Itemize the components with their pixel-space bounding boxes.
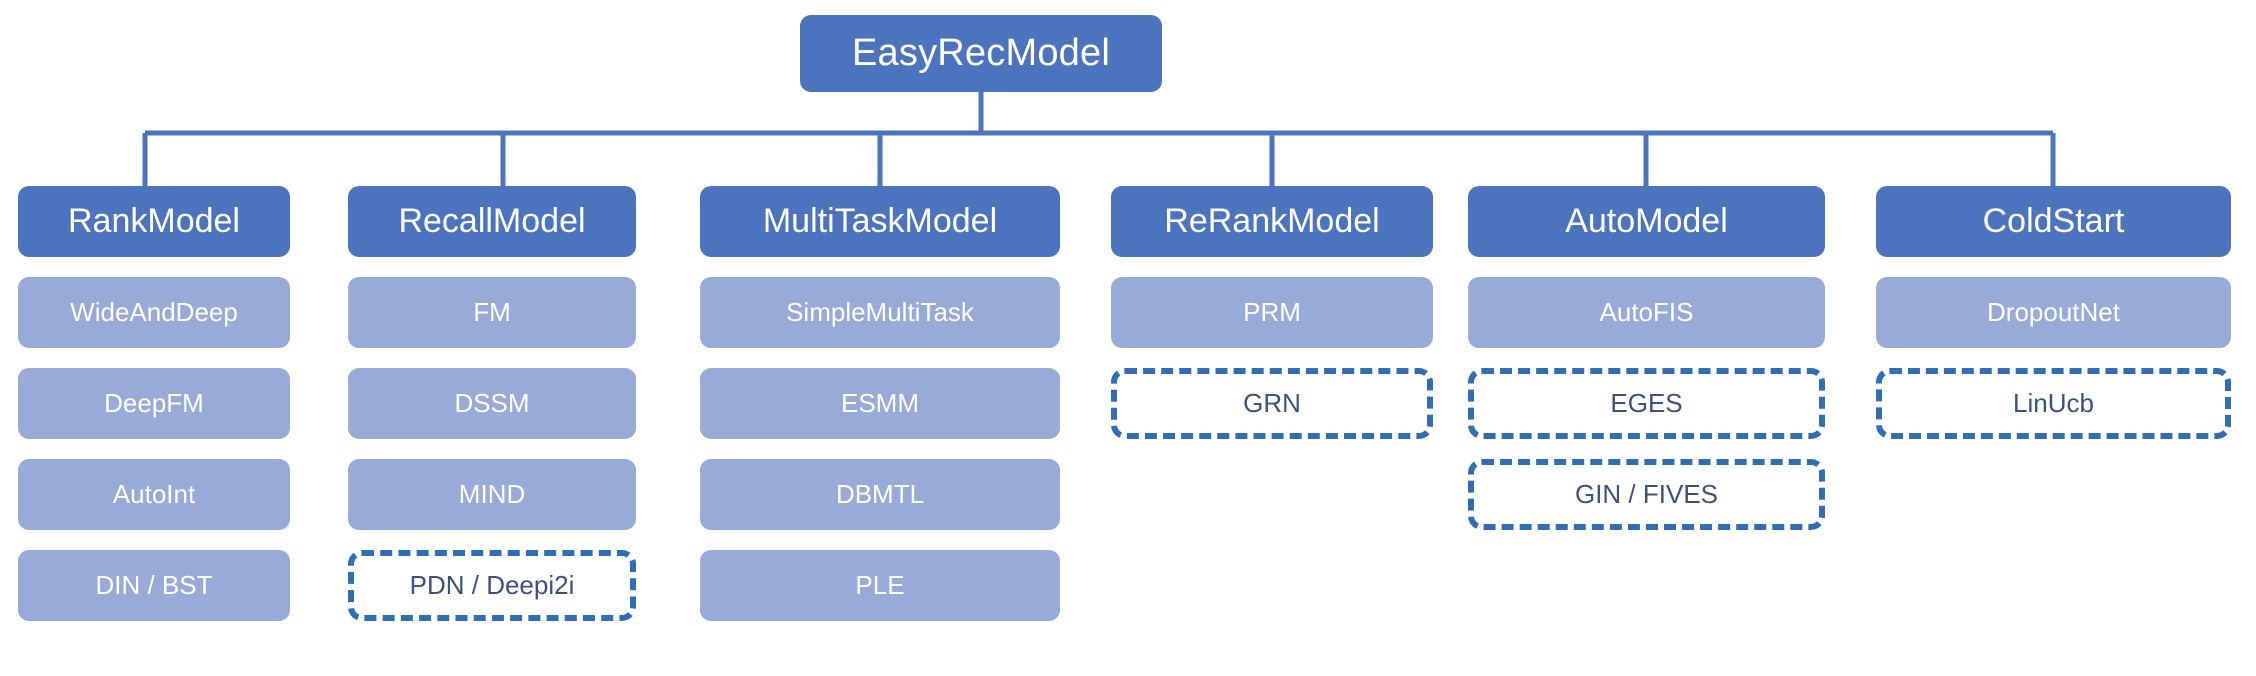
node-label: EGES (1610, 388, 1683, 418)
node-label: PDN / Deepi2i (409, 570, 575, 600)
column-cold-start: ColdStart DropoutNet LinUcb (1876, 186, 2231, 459)
column-header-label: ReRankModel (1164, 202, 1380, 240)
node-label: GIN / FIVES (1574, 479, 1719, 509)
node-label: AutoFIS (1599, 297, 1694, 327)
column-auto-model: AutoModel AutoFIS EGES GIN / FIVES (1468, 186, 1825, 550)
node-mind[interactable]: MIND (348, 459, 636, 530)
column-header-recall-model[interactable]: RecallModel (348, 186, 636, 257)
column-header-label: AutoModel (1565, 202, 1728, 240)
column-rerank-model: ReRankModel PRM GRN (1111, 186, 1433, 459)
node-prm[interactable]: PRM (1111, 277, 1433, 348)
node-dropoutnet[interactable]: DropoutNet (1876, 277, 2231, 348)
node-autofis[interactable]: AutoFIS (1468, 277, 1825, 348)
node-esmm[interactable]: ESMM (700, 368, 1060, 439)
node-dbmtl[interactable]: DBMTL (700, 459, 1060, 530)
node-label: DeepFM (104, 388, 204, 418)
column-recall-model: RecallModel FM DSSM MIND PDN / Deepi2i (348, 186, 636, 641)
node-label: DSSM (454, 388, 530, 418)
node-label: MIND (458, 479, 526, 509)
node-label: ESMM (841, 388, 919, 418)
node-label: WideAndDeep (70, 297, 238, 327)
node-wideanddeep[interactable]: WideAndDeep (18, 277, 290, 348)
column-header-label: MultiTaskModel (762, 202, 998, 240)
node-gin-fives[interactable]: GIN / FIVES (1468, 459, 1825, 530)
column-header-rank-model[interactable]: RankModel (18, 186, 290, 257)
node-label: PLE (855, 570, 905, 600)
node-label: PRM (1243, 297, 1301, 327)
node-label: DBMTL (835, 479, 925, 509)
node-label: DIN / BST (95, 570, 213, 600)
node-linucb[interactable]: LinUcb (1876, 368, 2231, 439)
column-header-label: RecallModel (398, 202, 586, 240)
node-deepfm[interactable]: DeepFM (18, 368, 290, 439)
node-autoint[interactable]: AutoInt (18, 459, 290, 530)
column-header-label: RankModel (68, 202, 240, 240)
node-label: AutoInt (112, 479, 196, 509)
node-label: LinUcb (2013, 388, 2094, 418)
column-header-rerank-model[interactable]: ReRankModel (1111, 186, 1433, 257)
node-dssm[interactable]: DSSM (348, 368, 636, 439)
node-eges[interactable]: EGES (1468, 368, 1825, 439)
column-header-label: ColdStart (1982, 202, 2125, 240)
node-label: GRN (1243, 388, 1301, 418)
node-label: FM (473, 297, 511, 327)
node-simplemultitask[interactable]: SimpleMultiTask (700, 277, 1060, 348)
column-multitask-model: MultiTaskModel SimpleMultiTask ESMM DBMT… (700, 186, 1060, 641)
root-node-label: EasyRecModel (852, 32, 1110, 74)
column-header-multitask-model[interactable]: MultiTaskModel (700, 186, 1060, 257)
node-din-bst[interactable]: DIN / BST (18, 550, 290, 621)
column-header-auto-model[interactable]: AutoModel (1468, 186, 1825, 257)
node-pdn-deepi2i[interactable]: PDN / Deepi2i (348, 550, 636, 621)
column-rank-model: RankModel WideAndDeep DeepFM AutoInt DIN… (18, 186, 290, 641)
node-label: DropoutNet (1987, 297, 2120, 327)
root-node-easyrecmodel[interactable]: EasyRecModel (800, 15, 1162, 92)
node-label: SimpleMultiTask (786, 297, 974, 327)
node-grn[interactable]: GRN (1111, 368, 1433, 439)
node-ple[interactable]: PLE (700, 550, 1060, 621)
column-header-cold-start[interactable]: ColdStart (1876, 186, 2231, 257)
node-fm[interactable]: FM (348, 277, 636, 348)
